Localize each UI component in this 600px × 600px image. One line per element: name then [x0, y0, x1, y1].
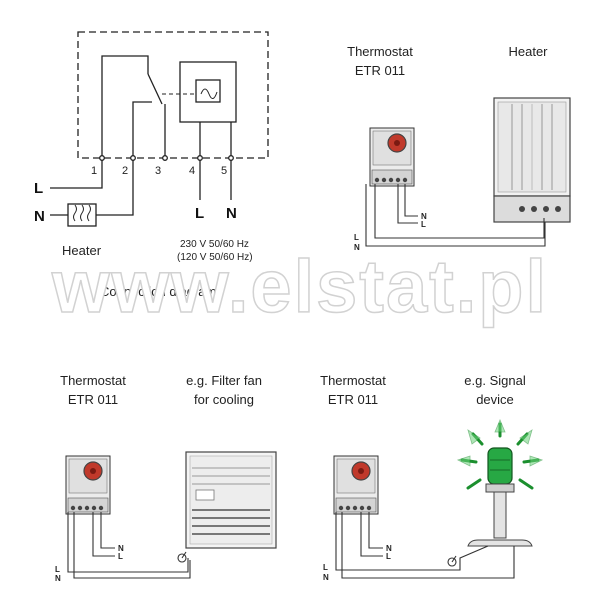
thermostat-model: ETR 011 [355, 63, 405, 78]
sensor-curve [200, 88, 218, 99]
terminal-2-conductor [132, 101, 152, 158]
signal-subtitle: device [476, 392, 514, 407]
voltage-label-120: (120 V 50/60 Hz) [177, 252, 253, 263]
line-label-L-bottom: L [195, 205, 204, 222]
wire-label-L: L [354, 233, 359, 242]
thermostat-model: ETR 011 [328, 392, 378, 407]
terminal-1-node [99, 155, 105, 161]
connection-schematic [50, 31, 269, 227]
thermostat-device [369, 127, 415, 187]
signal-lamp-lens [487, 447, 513, 485]
heater-waves [73, 204, 91, 222]
wire-label-N: N [55, 574, 61, 583]
panel-signal-wires [335, 512, 515, 579]
filter-fan-device [185, 451, 277, 549]
line-label-N-left: N [34, 208, 45, 225]
terminal-5-node [228, 155, 234, 161]
heater-symbol [67, 203, 97, 227]
watermark-text: www.elstat.pl [51, 245, 548, 328]
terminal-2-node [130, 155, 136, 161]
sensor-element [195, 79, 221, 103]
thermostat-title: Thermostat [320, 373, 386, 388]
terminal-3-node [162, 155, 168, 161]
voltage-label-230: 230 V 50/60 Hz [180, 239, 249, 250]
wire-label-N2: N [421, 212, 427, 221]
panel-heater-wires [365, 184, 546, 247]
thermostat-device [333, 455, 379, 515]
wire-label-N: N [323, 573, 329, 582]
heater-device [493, 97, 571, 223]
fan-subtitle: for cooling [194, 392, 254, 407]
wire-label-L2: L [421, 220, 426, 229]
wire-L-to-terminal-1 [50, 160, 103, 189]
fan-title: e.g. Filter fan [186, 373, 262, 388]
thermostat-title: Thermostat [347, 44, 413, 59]
wire-label-L2: L [386, 552, 391, 561]
panel-heater: Thermostat ETR 011 Heater [347, 44, 571, 252]
thermostat-model: ETR 011 [68, 392, 118, 407]
wire-label-L: L [323, 563, 328, 572]
line-label-N-bottom: N [226, 205, 237, 222]
wire-label-L: L [55, 565, 60, 574]
wire-heater-to-terminal-2 [96, 160, 134, 216]
sensor-box [179, 61, 237, 123]
heater-title: Heater [508, 44, 548, 59]
heater-label: Heater [62, 243, 102, 258]
terminal-number-2: 2 [122, 165, 128, 177]
terminal-4-node [197, 155, 203, 161]
thermostat-device [65, 455, 111, 515]
panel-filter-fan: Thermostat ETR 011 e.g. Filter fan for c… [55, 373, 277, 583]
connection-schematic-labels: 1 2 3 4 5 L N L N Heater 230 V 50/60 Hz … [34, 165, 253, 299]
wire-label-N2: N [386, 544, 392, 553]
thermostat-title: Thermostat [60, 373, 126, 388]
terminal-1-conductor [101, 55, 149, 158]
signal-light-device [456, 418, 544, 547]
panel-filter-fan-wires [67, 512, 191, 579]
connection-diagram-caption: Connection diagram [100, 284, 216, 299]
wire-label-N2: N [118, 544, 124, 553]
signal-title: e.g. Signal [464, 373, 526, 388]
panel-signal-device: Thermostat ETR 011 e.g. Signal device [320, 373, 544, 582]
wire-label-N: N [354, 243, 360, 252]
thermostat-enclosure-dashed [77, 31, 269, 159]
line-label-L-left: L [34, 180, 43, 197]
switch-contact-arm [147, 73, 163, 105]
terminal-number-5: 5 [221, 165, 227, 177]
terminal-number-4: 4 [189, 165, 195, 177]
terminal-number-3: 3 [155, 165, 161, 177]
wire-label-L2: L [118, 552, 123, 561]
terminal-number-1: 1 [91, 165, 97, 177]
